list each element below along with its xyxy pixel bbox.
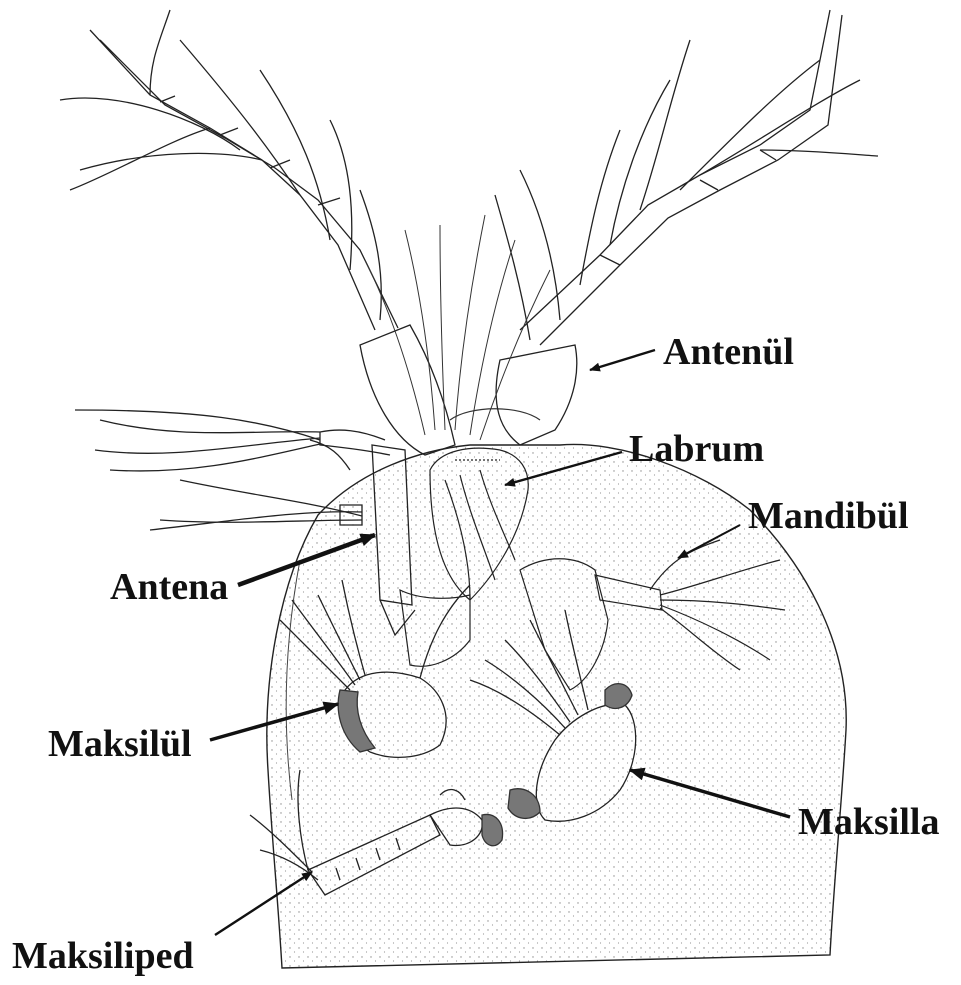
label-labrum: Labrum bbox=[629, 430, 764, 468]
label-maksiliped: Maksiliped bbox=[12, 937, 194, 975]
label-maksilla: Maksilla bbox=[798, 803, 939, 841]
label-mandibul: Mandibül bbox=[748, 497, 909, 535]
label-antena: Antena bbox=[110, 568, 228, 606]
right-antennule bbox=[495, 10, 878, 445]
arrow-antenul bbox=[590, 350, 655, 370]
label-maksilul: Maksilül bbox=[48, 725, 192, 763]
left-antennule bbox=[60, 10, 455, 455]
label-antenul: Antenül bbox=[663, 333, 794, 371]
carapace bbox=[267, 409, 846, 968]
